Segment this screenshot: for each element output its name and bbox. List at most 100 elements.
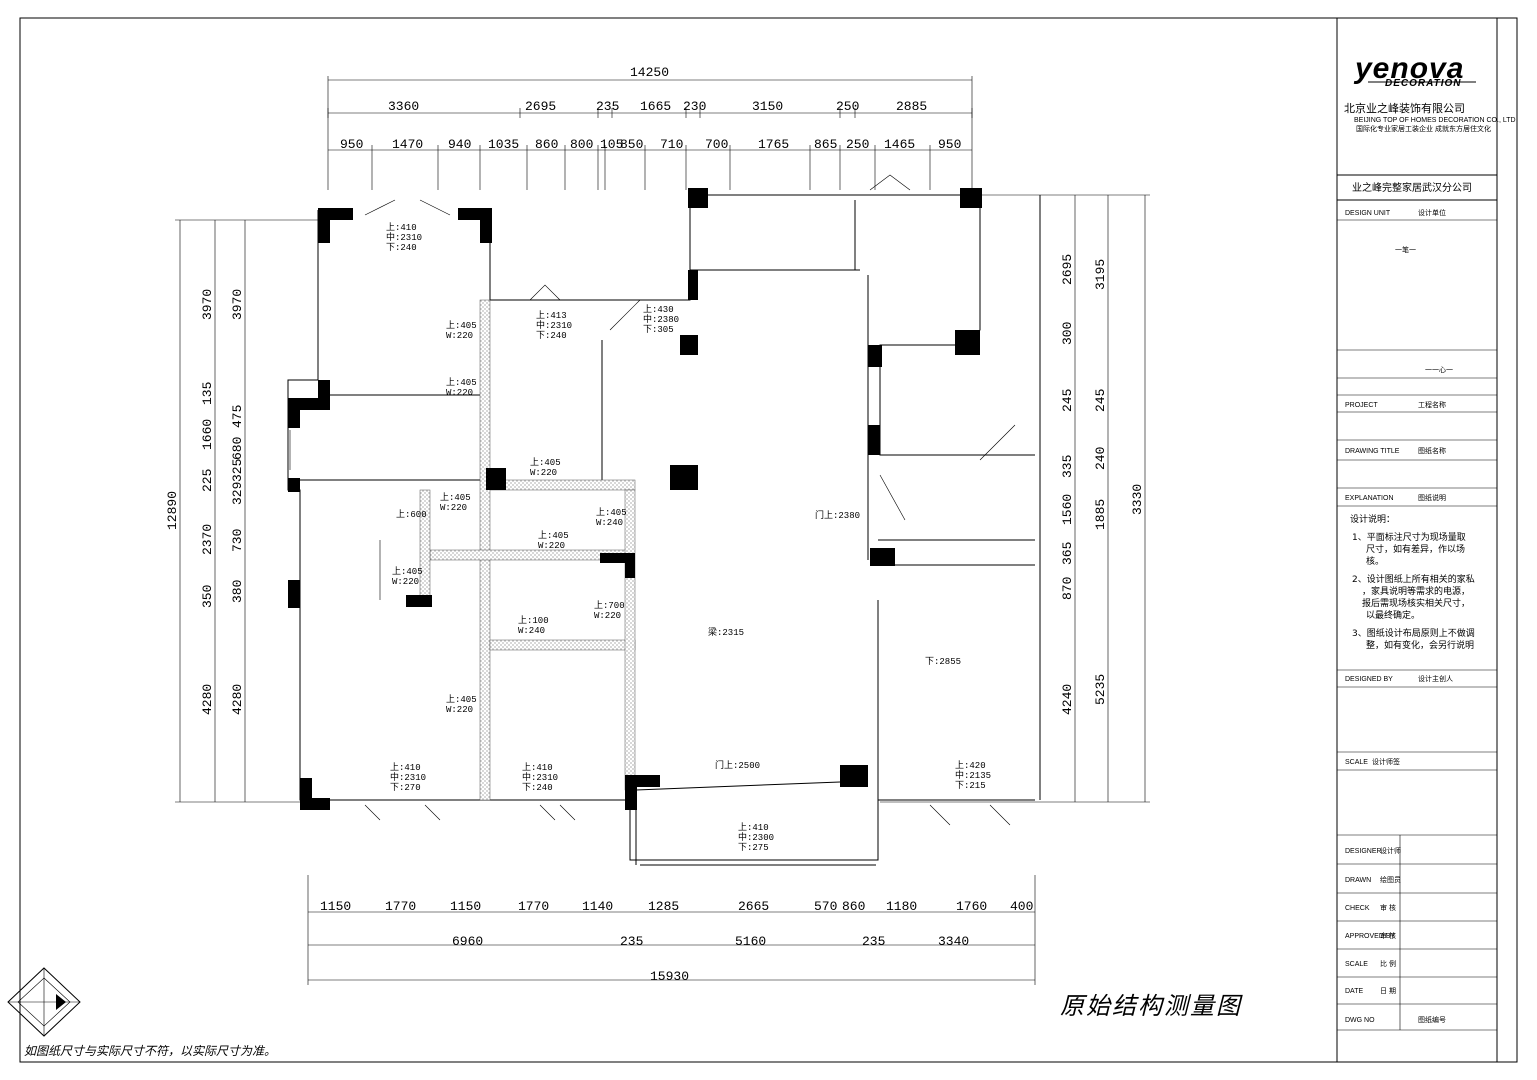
room-label-8-l1: 上:405	[538, 530, 569, 541]
dim-left-c2-0: 3970	[230, 289, 245, 320]
room-label-2-l2: 中:2310	[536, 319, 572, 331]
sign-rows: DESIGNER 设计师 DRAWN 绘图员 CHECK 审 核 APPROVE…	[1337, 846, 1497, 1031]
sign-row-6-label: DWG NO	[1345, 1017, 1375, 1024]
note-line-1: 1、平面标注尺寸为现场量取	[1352, 531, 1466, 543]
dim-right-c1-6: 870	[1060, 577, 1075, 600]
dim-bot-r1-3: 1770	[518, 899, 549, 914]
dim-bot-r1-10: 1760	[956, 899, 987, 914]
dim-left-col1: 3970 135 1660 225 2370 350 4280	[200, 289, 215, 715]
room-label-14-l1: 上:410	[522, 762, 553, 773]
tb-explanation-label: EXPLANATION	[1345, 495, 1394, 502]
tb-row-2-value: 一一心一	[1425, 366, 1453, 374]
dim-bot-r1-2: 1150	[450, 899, 481, 914]
dim-bot-r2-3: 235	[862, 934, 885, 949]
dim-top-r2-6: 105	[600, 137, 623, 152]
room-label-16-l1: 上:420	[955, 760, 986, 771]
room-label-8-l2: W:220	[538, 541, 565, 551]
company-name-en: BEIJING TOP OF HOMES DECORATION CO., LTD	[1354, 117, 1516, 124]
floor-plan	[287, 174, 1041, 866]
sign-row-2-label: CHECK	[1345, 905, 1370, 912]
dim-left-c2-3: 325	[230, 459, 245, 482]
dim-right-col1: 2695 300 245 335 1560 365 870 4240	[1060, 254, 1075, 715]
room-label-0-l1: 上:410	[386, 222, 417, 233]
dim-top-r1-3: 1665	[640, 99, 671, 114]
room-label-16-l3: 下:215	[955, 781, 986, 791]
dim-left-c1-0: 3970	[200, 289, 215, 320]
dim-right-c2-3: 1885	[1093, 499, 1108, 530]
room-label-12-l1: 上:405	[446, 694, 477, 705]
tb-project-label: PROJECT	[1345, 402, 1378, 409]
sign-row-4-value: 比 例	[1380, 959, 1396, 968]
room-label-5-l1: 上:405	[530, 457, 561, 468]
dim-top-r2-2: 940	[448, 137, 471, 152]
dim-right-c2-1: 245	[1093, 389, 1108, 412]
room-label-10-l1: 上:700	[594, 600, 625, 611]
dim-top-r2-12: 250	[846, 137, 869, 152]
tb-drawing-title-label: DRAWING TITLE	[1345, 448, 1400, 455]
sign-row-4-label: SCALE	[1345, 961, 1368, 968]
sign-row-6-value: 图纸编号	[1418, 1015, 1446, 1024]
room-label-2-l3: 下:240	[536, 331, 567, 341]
dim-top-r2-14: 950	[938, 137, 961, 152]
dim-top-total: 14250	[630, 65, 669, 80]
room-label-11-l1: 上:405	[392, 566, 423, 577]
dim-right-c2-2: 240	[1093, 447, 1108, 470]
dim-left-col2: 3970 475 680 325 329 730 380 4280	[230, 289, 245, 715]
company-logo-sub: DECORATION	[1385, 78, 1461, 89]
dim-right-c2-4: 5235	[1093, 674, 1108, 705]
room-label-6-l1: 上:405	[440, 492, 471, 503]
room-label-13-l2: 中:2310	[390, 771, 426, 783]
sign-row-3-value: 审 核	[1380, 931, 1396, 940]
room-label-6-l2: W:220	[440, 503, 467, 513]
dim-top-r2-5: 800	[570, 137, 593, 152]
tb-drawing-title-value: 图纸名称	[1418, 446, 1446, 455]
dim-bottom-row1: 1150 1770 1150 1770 1140 1285 2665 570 8…	[320, 899, 1033, 914]
dim-top-r1-2: 235	[596, 99, 619, 114]
tb-designed-by-value: 设计主创人	[1418, 674, 1453, 683]
dim-left-c2-5: 730	[230, 529, 245, 552]
sign-row-1-label: DRAWN	[1345, 877, 1371, 884]
dim-bot-r1-9: 1180	[886, 899, 917, 914]
room-label-5-l2: W:220	[530, 468, 557, 478]
dim-bot-r1-8: 860	[842, 899, 865, 914]
room-label-0-l3: 下:240	[386, 243, 417, 253]
tb-scale-top-label: SCALE	[1345, 759, 1368, 766]
sign-row-5-value: 日 期	[1380, 987, 1396, 995]
dim-right-c1-3: 335	[1060, 455, 1075, 478]
dim-left-c1-2: 1660	[200, 419, 215, 450]
dim-top-row2: 950 1470 940 1035 860 800 105 850 710 70…	[340, 137, 961, 152]
dim-bot-r2-0: 6960	[452, 934, 483, 949]
room-label-15-l1: 上:410	[738, 822, 769, 833]
drawing-disclaimer: 如图纸尺寸与实际尺寸不符，以实际尺寸为准。	[24, 1044, 276, 1058]
dim-left-c2-7: 4280	[230, 684, 245, 715]
beam-label-0: 门上:2380	[815, 509, 860, 521]
dim-right-c1-4: 1560	[1060, 494, 1075, 525]
dim-top-r2-8: 710	[660, 137, 683, 152]
note-line-8: 3、图纸设计布局原则上不做调	[1352, 627, 1475, 639]
dim-top-r1-5: 3150	[752, 99, 783, 114]
dim-bot-r2-2: 5160	[735, 934, 766, 949]
room-label-1-l2: W:220	[446, 331, 473, 341]
room-label-13-l1: 上:410	[390, 762, 421, 773]
dim-top-row1: 3360 2695 235 1665 230 3150 250 2885	[388, 99, 927, 114]
dim-left-c1-5: 350	[200, 585, 215, 608]
dim-right-col2: 3195 245 240 1885 5235	[1093, 259, 1108, 705]
dim-left-c2-1: 475	[230, 405, 245, 428]
room-label-0-l2: 中:2310	[386, 231, 422, 243]
dim-top-r1-7: 2885	[896, 99, 927, 114]
sign-row-0-value: 设计师	[1380, 846, 1401, 855]
dim-top-r2-1: 1470	[392, 137, 423, 152]
sign-row-5-label: DATE	[1345, 988, 1363, 995]
sign-row-0-label: DESIGNER	[1345, 848, 1382, 855]
dim-right-c1-0: 2695	[1060, 254, 1075, 285]
note-line-7: 以最终确定。	[1366, 609, 1420, 621]
company-logo: yenova	[1353, 52, 1464, 85]
tb-row-1-value: 一笔一	[1395, 245, 1416, 254]
dim-top-r1-4: 230	[683, 99, 706, 114]
dim-left-total: 12890	[165, 491, 180, 530]
title-block: yenova DECORATION 北京业之峰装饰有限公司 BEIJING TO…	[1337, 52, 1516, 1031]
dim-top-r2-10: 1765	[758, 137, 789, 152]
dim-top-r2-0: 950	[340, 137, 363, 152]
branch-name: 业之峰完整家居武汉分公司	[1352, 181, 1472, 194]
room-labels: 上:410 中:2310 下:240 上:405 W:220 上:413 中:2…	[386, 222, 991, 853]
